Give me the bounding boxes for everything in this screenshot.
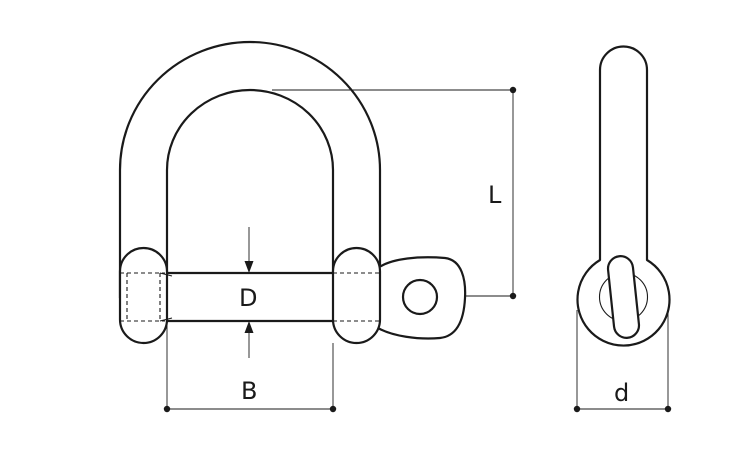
- left-lug: [118, 246, 169, 345]
- label-d: d: [614, 379, 629, 407]
- side-pin-slot: [606, 255, 641, 339]
- dimension-B: B: [163, 321, 337, 413]
- dimension-D: D: [239, 227, 257, 358]
- label-L: L: [488, 181, 502, 209]
- label-B: B: [241, 377, 257, 405]
- pin-tip: [159, 272, 173, 322]
- shackle-bow: [118, 40, 382, 300]
- pin-eye-hole: [401, 278, 439, 316]
- dimension-d: d: [573, 310, 672, 413]
- right-lug: [331, 246, 382, 345]
- front-view: [118, 40, 467, 345]
- label-D: D: [239, 284, 257, 312]
- side-profile: [576, 45, 671, 347]
- side-view: [576, 45, 671, 347]
- dimension-L: L: [272, 86, 517, 300]
